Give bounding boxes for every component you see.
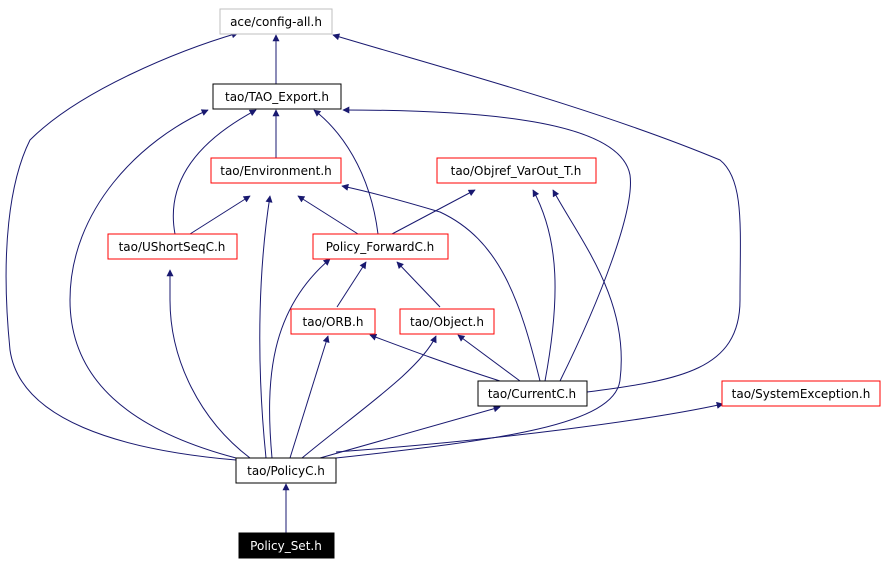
node-label: tao/Environment.h <box>220 164 332 178</box>
edge-ushortseqc-to-environment <box>189 195 251 235</box>
edge-currentc-to-environment <box>341 183 541 382</box>
node-environment[interactable]: tao/Environment.h <box>210 157 342 184</box>
edge-currentc-to-orb <box>369 333 501 382</box>
node-policy-forwardc[interactable]: Policy_ForwardC.h <box>312 233 449 260</box>
node-box <box>721 380 881 407</box>
edge-policyc-to-config-all <box>5 31 239 461</box>
node-policy-set[interactable]: Policy_Set.h <box>238 532 335 559</box>
node-box <box>312 233 449 260</box>
edge-currentc-to-config-all <box>332 33 741 393</box>
node-label: tao/UShortSeqC.h <box>119 240 226 254</box>
edge-currentc-to-objref-varout <box>532 189 556 382</box>
node-label: tao/CurrentC.h <box>488 387 576 401</box>
node-box <box>210 157 342 184</box>
edge-policyc-to-ushortseqc <box>166 269 251 459</box>
edge-currentc-to-tao-export <box>342 106 631 382</box>
edge-policyc-to-objref-varout <box>335 189 622 459</box>
edge-policyc-to-tao-export <box>69 109 237 459</box>
nodes: ace/config-all.h tao/TAO_Export.h tao/En… <box>107 8 881 559</box>
edge-policy-forwardc-to-objref-varout <box>391 189 476 235</box>
node-systemexception[interactable]: tao/SystemException.h <box>721 380 881 407</box>
node-box <box>477 380 588 407</box>
node-box <box>238 532 335 559</box>
node-ushortseqc[interactable]: tao/UShortSeqC.h <box>107 233 238 260</box>
node-object[interactable]: tao/Object.h <box>399 308 495 335</box>
edge-policyc-to-environment <box>259 195 273 459</box>
node-box <box>399 308 495 335</box>
node-ace-config-all[interactable]: ace/config-all.h <box>219 8 333 35</box>
node-tao-export[interactable]: tao/TAO_Export.h <box>212 83 342 110</box>
edge-policyc-to-currentc <box>319 405 501 459</box>
node-objref-varout-t[interactable]: tao/Objref_VarOut_T.h <box>436 157 597 184</box>
node-label: Policy_Set.h <box>250 539 322 553</box>
edge-orb-to-policy-forwardc <box>336 261 367 308</box>
node-label: ace/config-all.h <box>230 15 322 29</box>
edge-policy-forwardc-to-tao-export <box>313 109 379 235</box>
edge-object-to-policy-forwardc <box>396 261 441 308</box>
edge-policyc-to-systemexception <box>335 401 724 453</box>
node-policyc[interactable]: tao/PolicyC.h <box>235 457 337 484</box>
edge-policyc-to-object <box>301 335 437 459</box>
node-box <box>219 8 333 35</box>
node-orb[interactable]: tao/ORB.h <box>290 308 376 335</box>
node-label: tao/TAO_Export.h <box>225 90 329 104</box>
node-box <box>436 157 597 184</box>
edges <box>5 31 741 533</box>
node-box <box>235 457 337 484</box>
node-label: tao/Object.h <box>410 315 484 329</box>
node-label: tao/PolicyC.h <box>247 464 325 478</box>
node-box <box>212 83 342 110</box>
node-label: tao/ORB.h <box>303 315 364 329</box>
node-currentc[interactable]: tao/CurrentC.h <box>477 380 588 407</box>
edge-currentc-to-object <box>457 334 521 382</box>
edge-ushortseqc-to-tao-export <box>172 109 257 235</box>
edge-policyc-to-orb <box>289 335 330 459</box>
node-label: tao/SystemException.h <box>732 387 871 401</box>
node-box <box>107 233 238 260</box>
node-label: tao/Objref_VarOut_T.h <box>451 164 582 178</box>
node-box <box>290 308 376 335</box>
edge-policyc-to-policy-forwardc <box>269 258 331 459</box>
edge-policy-forwardc-to-environment <box>297 195 359 235</box>
node-label: Policy_ForwardC.h <box>326 240 435 254</box>
